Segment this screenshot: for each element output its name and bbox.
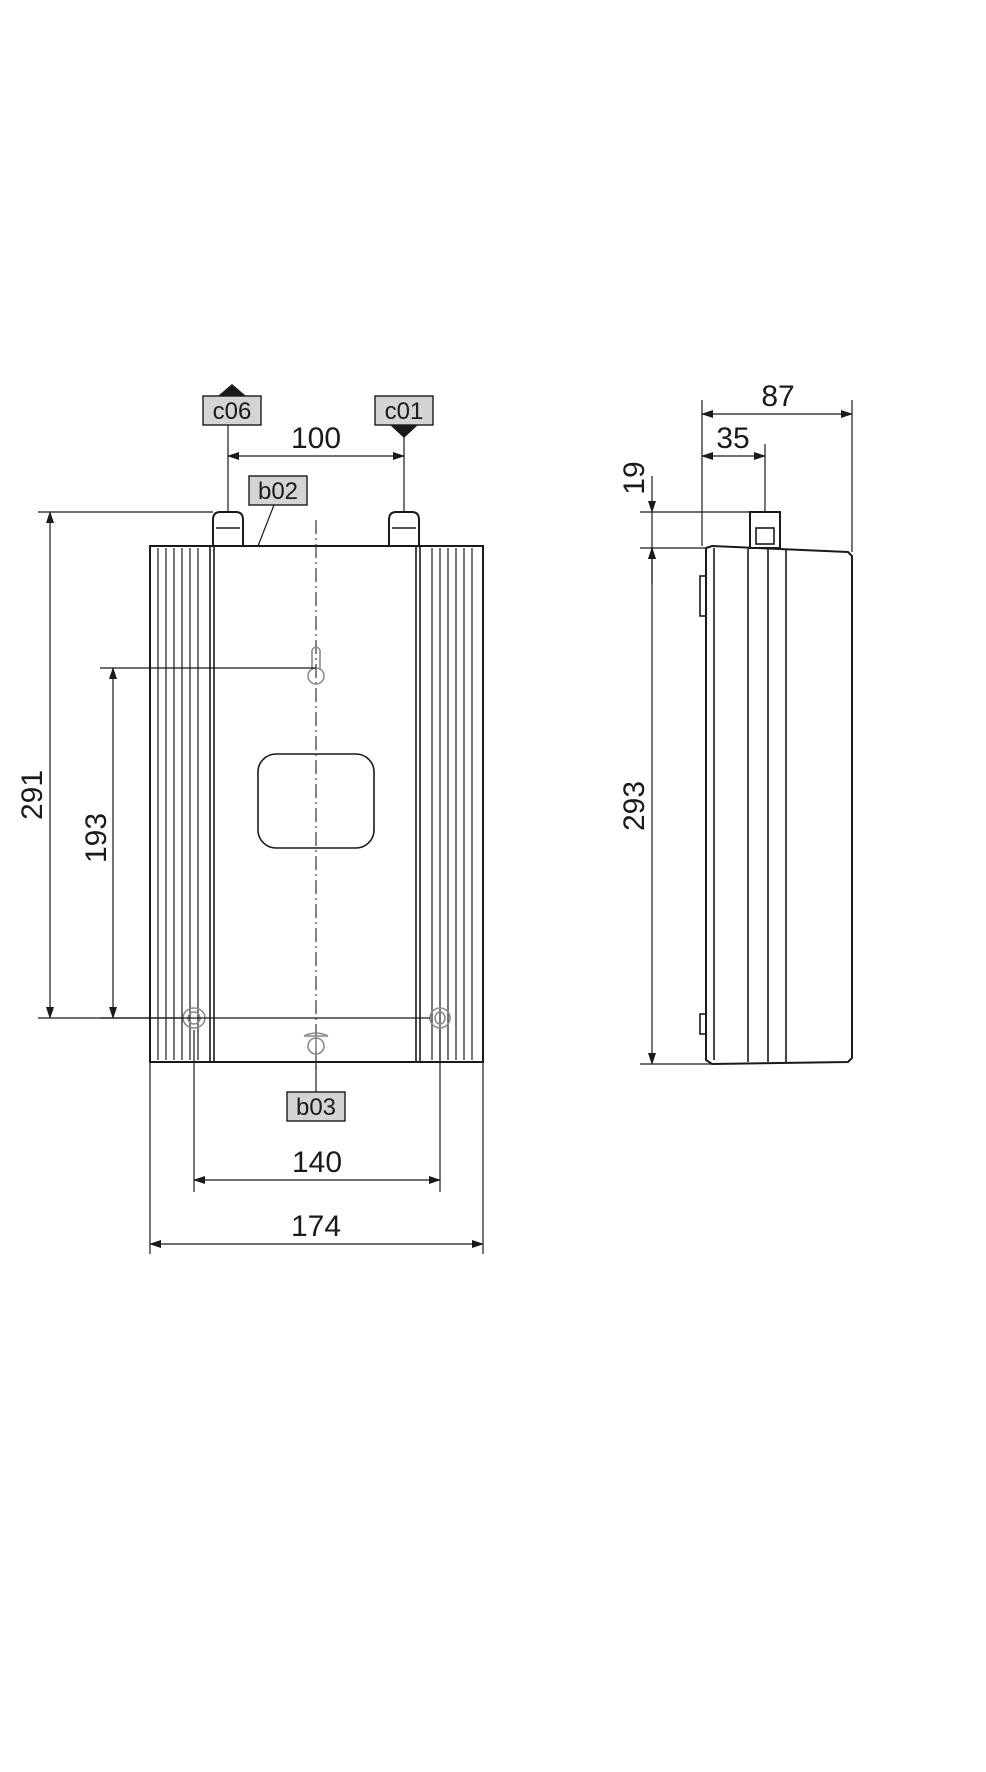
dim-fixing-width: 140	[193, 1030, 441, 1192]
dim-pipe-depth: 35	[701, 422, 766, 512]
side-pipe-stub	[749, 511, 781, 549]
dim-hanger-spacing-text: 193	[80, 813, 113, 863]
keyhole-hanger-bottom	[303, 1032, 329, 1055]
label-b03: b03	[286, 1062, 346, 1122]
dim-side-height-text: 293	[618, 781, 651, 831]
dim-pipe-spacing: 100	[227, 422, 405, 460]
dim-fixing-width-text: 140	[292, 1146, 342, 1179]
pipe-connector-left	[212, 511, 244, 547]
label-c01: c01	[374, 395, 434, 438]
front-view: c06 c01 100 b02 b03 2	[16, 384, 484, 1254]
side-housing	[705, 544, 853, 1066]
label-b03-text: b03	[296, 1094, 336, 1121]
dim-width-total: 174	[149, 1062, 484, 1254]
label-c01-text: c01	[385, 398, 424, 425]
label-b02: b02	[248, 475, 308, 547]
label-c06: c06	[202, 384, 262, 426]
left-ribs	[157, 548, 199, 1060]
side-view: 87 35 19 293	[618, 380, 853, 1066]
dim-side-height: 293	[618, 547, 712, 1065]
dim-depth-total: 87	[701, 380, 853, 552]
dim-pipe-depth-text: 35	[716, 422, 749, 455]
dim-height-total: 291	[16, 511, 213, 1019]
dim-pipe-length-text: 19	[618, 461, 651, 494]
label-b02-text: b02	[258, 478, 298, 505]
label-c06-text: c06	[213, 398, 252, 425]
dim-hanger-spacing: 193	[80, 667, 430, 1019]
dim-width-total-text: 174	[291, 1210, 341, 1243]
dim-pipe-spacing-text: 100	[291, 422, 341, 455]
right-ribs	[431, 548, 473, 1060]
pipe-connector-right	[388, 511, 420, 547]
dim-height-total-text: 291	[16, 770, 49, 820]
dim-depth-total-text: 87	[761, 380, 794, 413]
